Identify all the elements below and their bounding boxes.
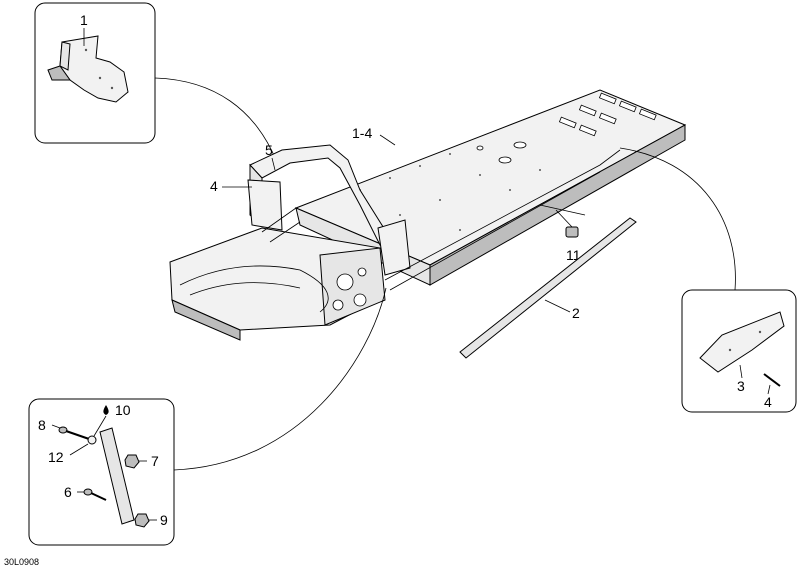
- tunnel-side-right: [429, 124, 686, 286]
- nut-7: [124, 454, 140, 469]
- callout-6: 6: [64, 484, 72, 500]
- chassis-frame: [169, 89, 687, 341]
- leader-inset-right: [619, 147, 736, 291]
- inset-bottom-left: [28, 398, 175, 546]
- part-11-bumper: [555, 209, 579, 238]
- callout-4-main: 4: [210, 178, 218, 194]
- nut-9: [134, 513, 150, 528]
- reference-code: 30L0908: [4, 557, 39, 567]
- leader-inset-bottom: [173, 287, 387, 471]
- inset-right: [681, 289, 797, 413]
- callout-10: 10: [115, 402, 131, 418]
- steering-loop: [249, 144, 386, 247]
- washer-12: [87, 435, 97, 445]
- leader-inset-1: [154, 77, 277, 161]
- bulkhead-front-plate: [319, 247, 386, 326]
- leader-1-4: [379, 134, 396, 146]
- callout-5: 5: [265, 142, 273, 158]
- callout-7: 7: [151, 453, 159, 469]
- bulkhead-holes: [332, 267, 367, 311]
- callout-1: 1: [80, 12, 88, 28]
- left-side-plate: [247, 179, 283, 231]
- callout-4-inset: 4: [764, 394, 772, 410]
- part-4-rivet: [763, 373, 781, 387]
- bulkhead-bottom-left: [171, 299, 241, 341]
- bracket-strip: [99, 427, 135, 525]
- part-1-bracket-drawing: [47, 28, 129, 103]
- callout-2: 2: [572, 305, 580, 321]
- callout-12: 12: [48, 449, 64, 465]
- leader-5: [271, 157, 276, 171]
- bolt-8: [58, 426, 93, 441]
- part-2-strip: [459, 217, 637, 359]
- tunnel-rail: [384, 149, 621, 281]
- part-3-plate: [699, 311, 785, 373]
- inset-top-left: 1: [34, 2, 156, 144]
- deck-slots: [476, 92, 657, 164]
- threadlocker-drop-icon: [103, 405, 109, 415]
- callout-8: 8: [38, 417, 46, 433]
- callout-9: 9: [160, 512, 168, 528]
- callout-1-4: 1-4: [352, 125, 372, 141]
- right-side-plate: [377, 219, 411, 276]
- inset-bottom-frame: [28, 398, 175, 546]
- callout-3: 3: [737, 378, 745, 394]
- bolt-6: [83, 488, 107, 501]
- callout-11: 11: [566, 247, 581, 263]
